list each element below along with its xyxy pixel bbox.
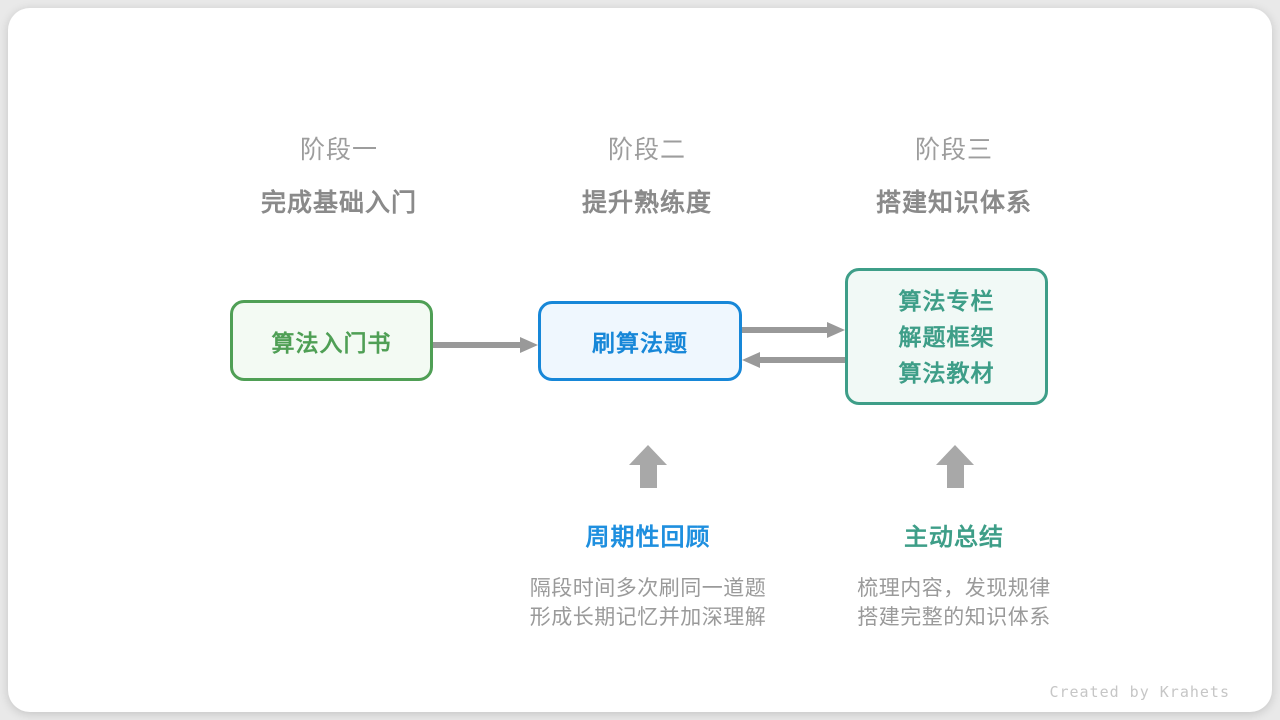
- stage-2-subtitle: 提升熟练度: [581, 189, 712, 217]
- stage-header-2: 阶段二 提升熟练度: [527, 130, 767, 219]
- node-practice-problems-label: 刷算法题: [592, 330, 688, 356]
- node-knowledge-resources: 算法专栏 解题框架 算法教材: [845, 268, 1048, 405]
- stage-3-label: 阶段三: [914, 136, 993, 164]
- desc-line-2: 形成长期记忆并加深理解: [529, 606, 767, 629]
- arrow-head: [742, 352, 760, 368]
- arrow-head: [936, 445, 974, 465]
- arrow-shaft: [742, 327, 833, 333]
- annotation-active-summary: 主动总结 梳理内容，发现规律 搭建完整的知识体系: [794, 517, 1114, 632]
- node-resources-line-1: 算法专栏: [898, 287, 995, 314]
- annotation-periodic-review-desc: 隔段时间多次刷同一道题 形成长期记忆并加深理解: [488, 574, 808, 632]
- arrow-shaft: [433, 342, 526, 348]
- node-practice-problems: 刷算法题: [538, 301, 742, 381]
- arrow-right-icon: [433, 337, 538, 353]
- desc-line-1: 梳理内容，发现规律: [857, 577, 1051, 600]
- arrow-stem: [946, 465, 964, 488]
- annotation-periodic-review-title: 周期性回顾: [585, 524, 711, 551]
- node-intro-book: 算法入门书: [230, 300, 433, 381]
- node-resources-line-2: 解题框架: [898, 323, 995, 350]
- arrow-shaft: [754, 357, 845, 363]
- diagram-card: 阶段一 完成基础入门 阶段二 提升熟练度 阶段三 搭建知识体系 算法入门书 刷算…: [8, 8, 1272, 712]
- arrow-left-icon: [742, 352, 845, 368]
- desc-line-1: 隔段时间多次刷同一道题: [529, 577, 767, 600]
- arrow-head: [629, 445, 667, 465]
- arrow-stem: [639, 465, 657, 488]
- node-resources-line-3: 算法教材: [898, 359, 995, 386]
- stage-1-label: 阶段一: [299, 136, 378, 164]
- desc-line-2: 搭建完整的知识体系: [857, 606, 1051, 629]
- stage-header-3: 阶段三 搭建知识体系: [834, 130, 1074, 219]
- watermark-credit: Created by Krahets: [1049, 683, 1230, 701]
- arrow-up-icon: [936, 445, 974, 488]
- annotation-active-summary-title: 主动总结: [904, 524, 1004, 551]
- annotation-active-summary-desc: 梳理内容，发现规律 搭建完整的知识体系: [794, 574, 1114, 632]
- arrow-right-icon: [742, 322, 845, 338]
- stage-header-1: 阶段一 完成基础入门: [219, 130, 459, 219]
- stage-2-label: 阶段二: [607, 136, 686, 164]
- node-intro-book-label: 算法入门书: [271, 329, 392, 356]
- arrow-up-icon: [629, 445, 667, 488]
- stage-3-subtitle: 搭建知识体系: [875, 189, 1032, 217]
- arrow-head: [827, 322, 845, 338]
- arrow-head: [520, 337, 538, 353]
- stage-1-subtitle: 完成基础入门: [260, 189, 417, 217]
- annotation-periodic-review: 周期性回顾 隔段时间多次刷同一道题 形成长期记忆并加深理解: [488, 517, 808, 632]
